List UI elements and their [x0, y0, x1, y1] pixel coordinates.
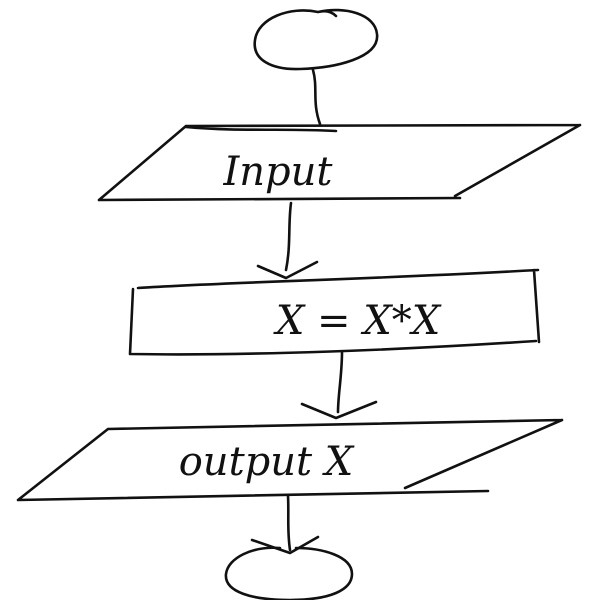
arrowhead-input-to-process	[256, 260, 319, 280]
input-node	[97, 123, 582, 202]
process-node	[128, 268, 541, 356]
arrowhead-output-to-end	[250, 535, 320, 555]
start-terminal	[253, 8, 379, 71]
edge-input-to-process	[284, 201, 293, 272]
edge-output-to-end	[286, 494, 292, 552]
output-node	[16, 418, 564, 502]
arrowhead-process-to-output	[300, 400, 378, 420]
input-node-extra-stroke	[184, 125, 338, 133]
output-label: output X	[179, 439, 355, 485]
edge-start-to-input	[311, 68, 322, 126]
process-label: X = X*X	[273, 298, 442, 344]
edge-process-to-output	[336, 350, 344, 414]
end-terminal	[224, 546, 354, 600]
input-label: Input	[222, 149, 333, 195]
